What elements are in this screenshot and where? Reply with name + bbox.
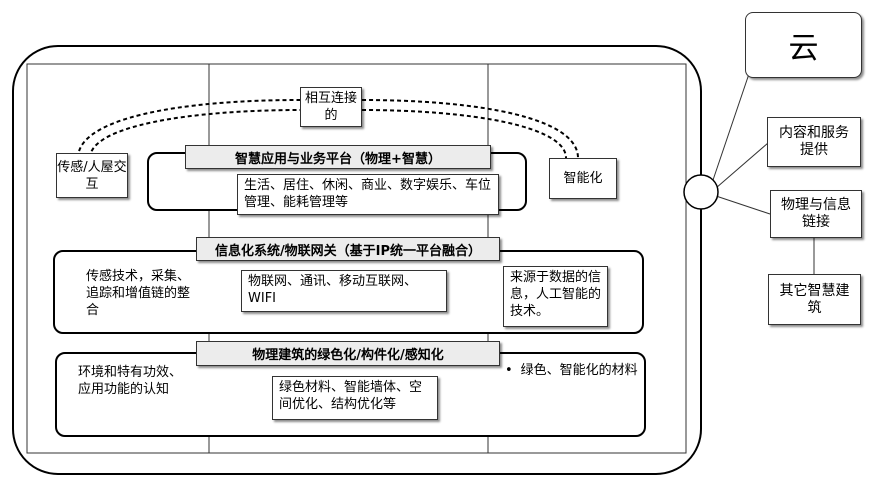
connector-cloud (711, 64, 753, 184)
inner-grid (26, 63, 687, 454)
intelligence-node: 智能化 (549, 158, 617, 199)
interconnect-box: 相互连接的 (300, 87, 362, 127)
layer1-content: 生活、居住、休闲、商业、数字娱乐、车位管理、能耗管理等 (237, 174, 499, 215)
hub-circle (683, 174, 719, 210)
layer2-left-label: 传感技术，采集、追踪和增值链的整合 (86, 269, 191, 318)
intelligence-node-label: 智能化 (563, 171, 603, 186)
cloud-item-content-service-label: 内容和服务提供 (779, 125, 849, 158)
layer3-content-text: 绿色材料、智能墙体、空间优化、结构优化等 (279, 380, 423, 412)
layer3-right-text: 绿色、智能化的材料 (520, 363, 638, 378)
layer3-right: • 绿色、智能化的材料 (505, 362, 645, 379)
connector-content (715, 142, 769, 189)
layer2-right-text: 来源于数据的信息，人工智能的技术。 (510, 270, 602, 319)
cloud-item-other-buildings-label: 其它智慧建筑 (779, 282, 850, 316)
layer1-content-text: 生活、居住、休闲、商业、数字娱乐、车位管理、能耗管理等 (244, 178, 492, 210)
layer2-header-label: 信息化系统/物联网关（基于IP统一平台融合） (214, 243, 482, 259)
layer2-content: 物联网、通讯、移动互联网、WIFI (241, 270, 447, 312)
layer3-header-label: 物理建筑的绿色化/构件化/感知化 (252, 348, 444, 363)
layer2-left-text: 传感技术，采集、追踪和增值链的整合 (86, 268, 190, 319)
dashed-link-outer (77, 99, 579, 159)
connector-physical (715, 195, 771, 215)
cloud-item-physical-info-label: 物理与信息链接 (781, 197, 851, 230)
layer2-content-text: 物联网、通讯、移动互联网、WIFI (248, 274, 418, 306)
cloud-item-content-service: 内容和服务提供 (767, 117, 861, 167)
layer3-header: 物理建筑的绿色化/构件化/感知化 (196, 341, 500, 366)
layer3-left-label: 环境和特有功效、应用功能的认知 (78, 365, 183, 397)
cloud-box: 云 (745, 12, 862, 78)
dashed-link-inner (89, 109, 567, 159)
cloud-item-physical-info: 物理与信息链接 (770, 190, 862, 238)
sensing-node-label: 传感/人屋交互 (57, 159, 127, 192)
outer-frame (12, 45, 702, 475)
layer2-header: 信息化系统/物联网关（基于IP统一平台融合） (196, 237, 500, 261)
layer3-bullet: • (505, 363, 513, 378)
layer1-header: 智慧应用与业务平台（物理+智慧） (185, 145, 491, 169)
layer3-left-text: 环境和特有功效、应用功能的认知 (78, 364, 188, 398)
layer3-content: 绿色材料、智能墙体、空间优化、结构优化等 (272, 376, 438, 420)
layer1-header-label: 智慧应用与业务平台（物理+智慧） (235, 151, 441, 167)
cloud-item-other-buildings: 其它智慧建筑 (768, 274, 861, 325)
interconnect-label: 相互连接的 (304, 91, 357, 123)
layer2-right-box: 来源于数据的信息，人工智能的技术。 (503, 266, 608, 327)
cloud-title: 云 (788, 31, 819, 66)
sensing-node: 传感/人屋交互 (56, 153, 128, 198)
